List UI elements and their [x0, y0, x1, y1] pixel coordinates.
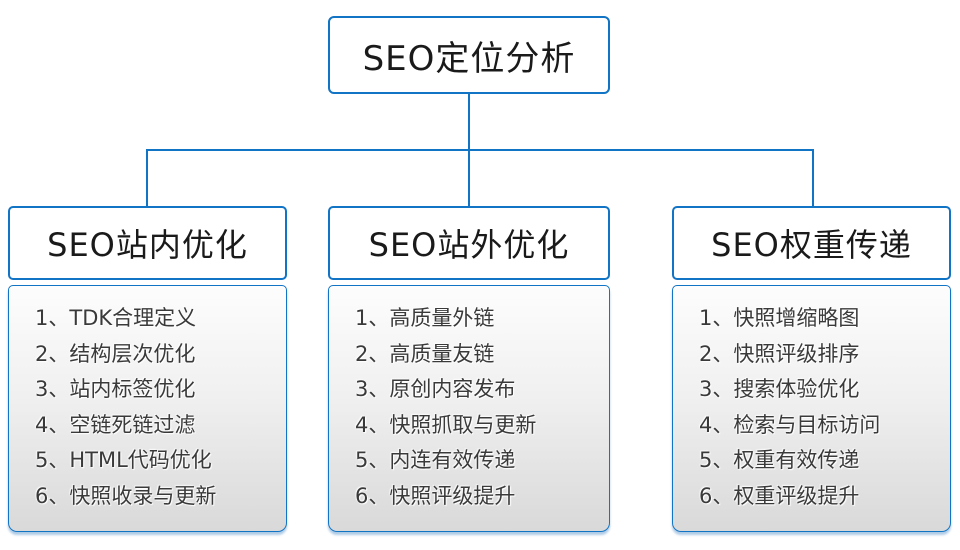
list-item: 4、空链死链过滤 — [35, 412, 196, 437]
list-item: 3、搜索体验优化 — [699, 377, 860, 401]
connector-right-drop — [812, 149, 814, 208]
root-node-title: SEO定位分析 — [362, 38, 576, 79]
list-weight-transfer: 1、快照增缩略图 2、快照评级排序 3、搜索体验优化 4、检索与目标访问 5、权… — [672, 285, 951, 532]
list-item: 2、结构层次优化 — [35, 341, 196, 366]
list-item: 4、快照抓取与更新 — [355, 412, 537, 437]
list-item: 5、权重有效传递 — [699, 448, 860, 472]
node-offsite-title: SEO站外优化 — [368, 226, 570, 264]
node-onsite-title: SEO站内优化 — [47, 226, 248, 264]
list-offsite-optimization: 1、高质量外链 2、高质量友链 3、原创内容发布 4、快照抓取与更新 5、内连有… — [328, 285, 610, 532]
node-weight-transfer: SEO权重传递 — [672, 206, 951, 280]
root-node-seo-positioning: SEO定位分析 — [328, 16, 610, 94]
list-item: 5、内连有效传递 — [355, 448, 516, 472]
list-item: 6、权重评级提升 — [699, 483, 860, 508]
list-onsite-optimization: 1、TDK合理定义 2、结构层次优化 3、站内标签优化 4、空链死链过滤 5、H… — [8, 285, 287, 532]
list-item: 4、检索与目标访问 — [699, 412, 881, 437]
list-item: 2、高质量友链 — [355, 341, 495, 366]
list-item: 6、快照收录与更新 — [35, 483, 217, 508]
list-item: 3、站内标签优化 — [35, 377, 196, 401]
connector-horizontal — [146, 149, 814, 151]
list-item: 1、快照增缩略图 — [699, 306, 860, 330]
node-onsite-optimization: SEO站内优化 — [8, 206, 287, 280]
list-item: 6、快照评级提升 — [355, 483, 516, 508]
list-item: 3、原创内容发布 — [355, 377, 516, 401]
node-offsite-optimization: SEO站外优化 — [328, 206, 610, 280]
connector-left-drop — [146, 149, 148, 208]
list-item: 1、高质量外链 — [355, 306, 495, 330]
list-item: 5、HTML代码优化 — [35, 448, 212, 472]
list-item: 1、TDK合理定义 — [35, 306, 197, 330]
node-weight-title: SEO权重传递 — [711, 226, 912, 264]
list-item: 2、快照评级排序 — [699, 341, 860, 366]
